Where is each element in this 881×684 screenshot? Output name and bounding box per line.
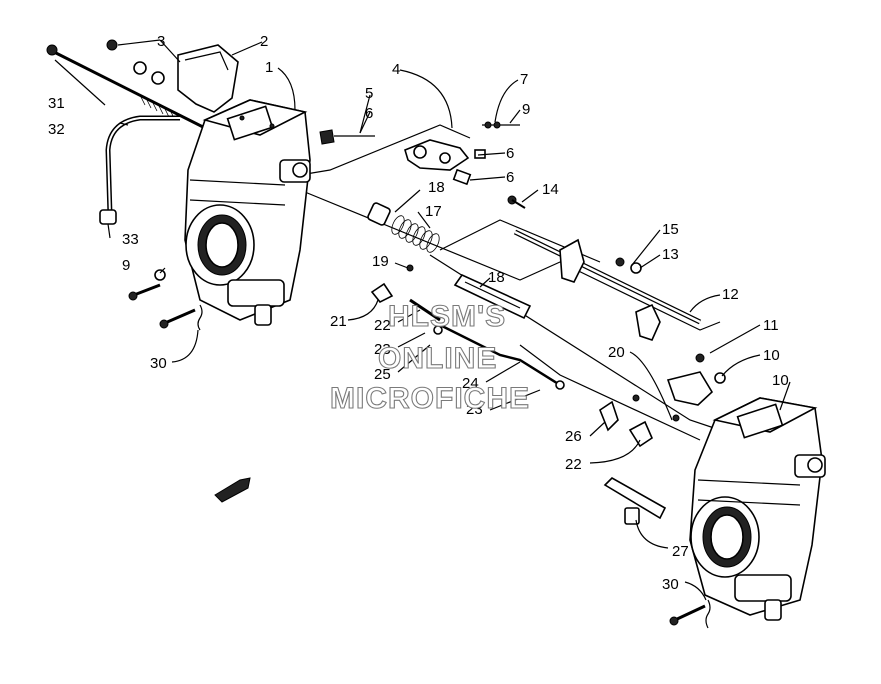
callout-27: 24	[462, 375, 479, 392]
carburetor-left	[184, 99, 311, 326]
callout-1: 1	[265, 59, 273, 76]
screw-11	[128, 269, 166, 301]
spring	[367, 202, 440, 253]
callout-25: 23	[374, 341, 391, 358]
adjuster-rod	[46, 44, 206, 130]
cover-2	[177, 44, 239, 113]
watermark: HLSM'S ONLINE MICROFICHE	[329, 299, 530, 415]
watermark-line-3: MICROFICHE	[330, 382, 530, 415]
callout-23-left: 21	[330, 313, 347, 330]
callout-9: 7	[520, 71, 528, 88]
callout-30-right: 30	[662, 576, 679, 593]
callout-26: 23	[466, 401, 483, 418]
callout-12: 10	[772, 372, 789, 389]
callout-6-mid: 6	[506, 169, 514, 186]
callout-11: 9	[122, 257, 130, 274]
screw-18	[507, 195, 642, 274]
callout-7: 6	[506, 145, 514, 162]
callout-15: 12	[722, 286, 739, 303]
watermark-line-2: ONLINE	[378, 342, 497, 375]
lever-bracket	[404, 139, 486, 186]
screw-6	[319, 129, 375, 145]
callout-13: 10	[763, 347, 780, 364]
callout-31: 31	[48, 95, 65, 112]
callout-2: 2	[260, 33, 268, 50]
clip-assembly-right	[599, 394, 680, 448]
front-arrow-icon	[214, 477, 251, 503]
callout-17: 13	[662, 246, 679, 263]
screw-30-left	[159, 304, 203, 331]
callout-4: 4	[392, 61, 400, 78]
fitting-29	[603, 477, 667, 525]
leader-lines	[54, 39, 791, 601]
callout-3: 3	[157, 33, 165, 50]
callout-21: 18	[488, 269, 505, 286]
callout-28-left: 25	[374, 366, 391, 383]
throttle-shaft	[513, 229, 702, 341]
sleeve	[453, 273, 532, 320]
callout-19: 17	[425, 203, 442, 220]
clip-assembly-left	[370, 264, 443, 335]
screw-30-right	[669, 599, 711, 629]
carburetor-right	[689, 397, 826, 621]
callout-28-right: 26	[565, 428, 582, 445]
callout-32: 32	[48, 121, 65, 138]
callout-29: 27	[672, 543, 689, 560]
callout-6-top: 6	[365, 105, 373, 122]
callout-18-top: 14	[542, 181, 559, 198]
callout-33: 33	[122, 231, 139, 248]
linkage-rod	[439, 323, 565, 390]
screw-9-10	[482, 121, 520, 129]
callout-10: 9	[522, 101, 530, 118]
watermark-line-1: HLSM'S	[388, 300, 506, 333]
callout-14: 11	[763, 317, 779, 334]
callout-18-right: 15	[662, 221, 679, 238]
callout-30-left: 30	[150, 355, 167, 372]
callout-23-right: 22	[565, 456, 582, 473]
callout-20: 18	[428, 179, 445, 196]
callout-numbers: 3 2 1 4 5 6 7 9 6 6 18 17 14 18 15 13 12…	[48, 33, 789, 593]
callout-22-left: 19	[372, 253, 389, 270]
vent-hose	[99, 115, 180, 225]
callout-22-right: 20	[608, 344, 625, 361]
callout-5: 5	[365, 85, 373, 102]
bracket-13	[666, 353, 726, 406]
callout-24: 22	[374, 317, 391, 334]
screw-3	[106, 39, 165, 85]
